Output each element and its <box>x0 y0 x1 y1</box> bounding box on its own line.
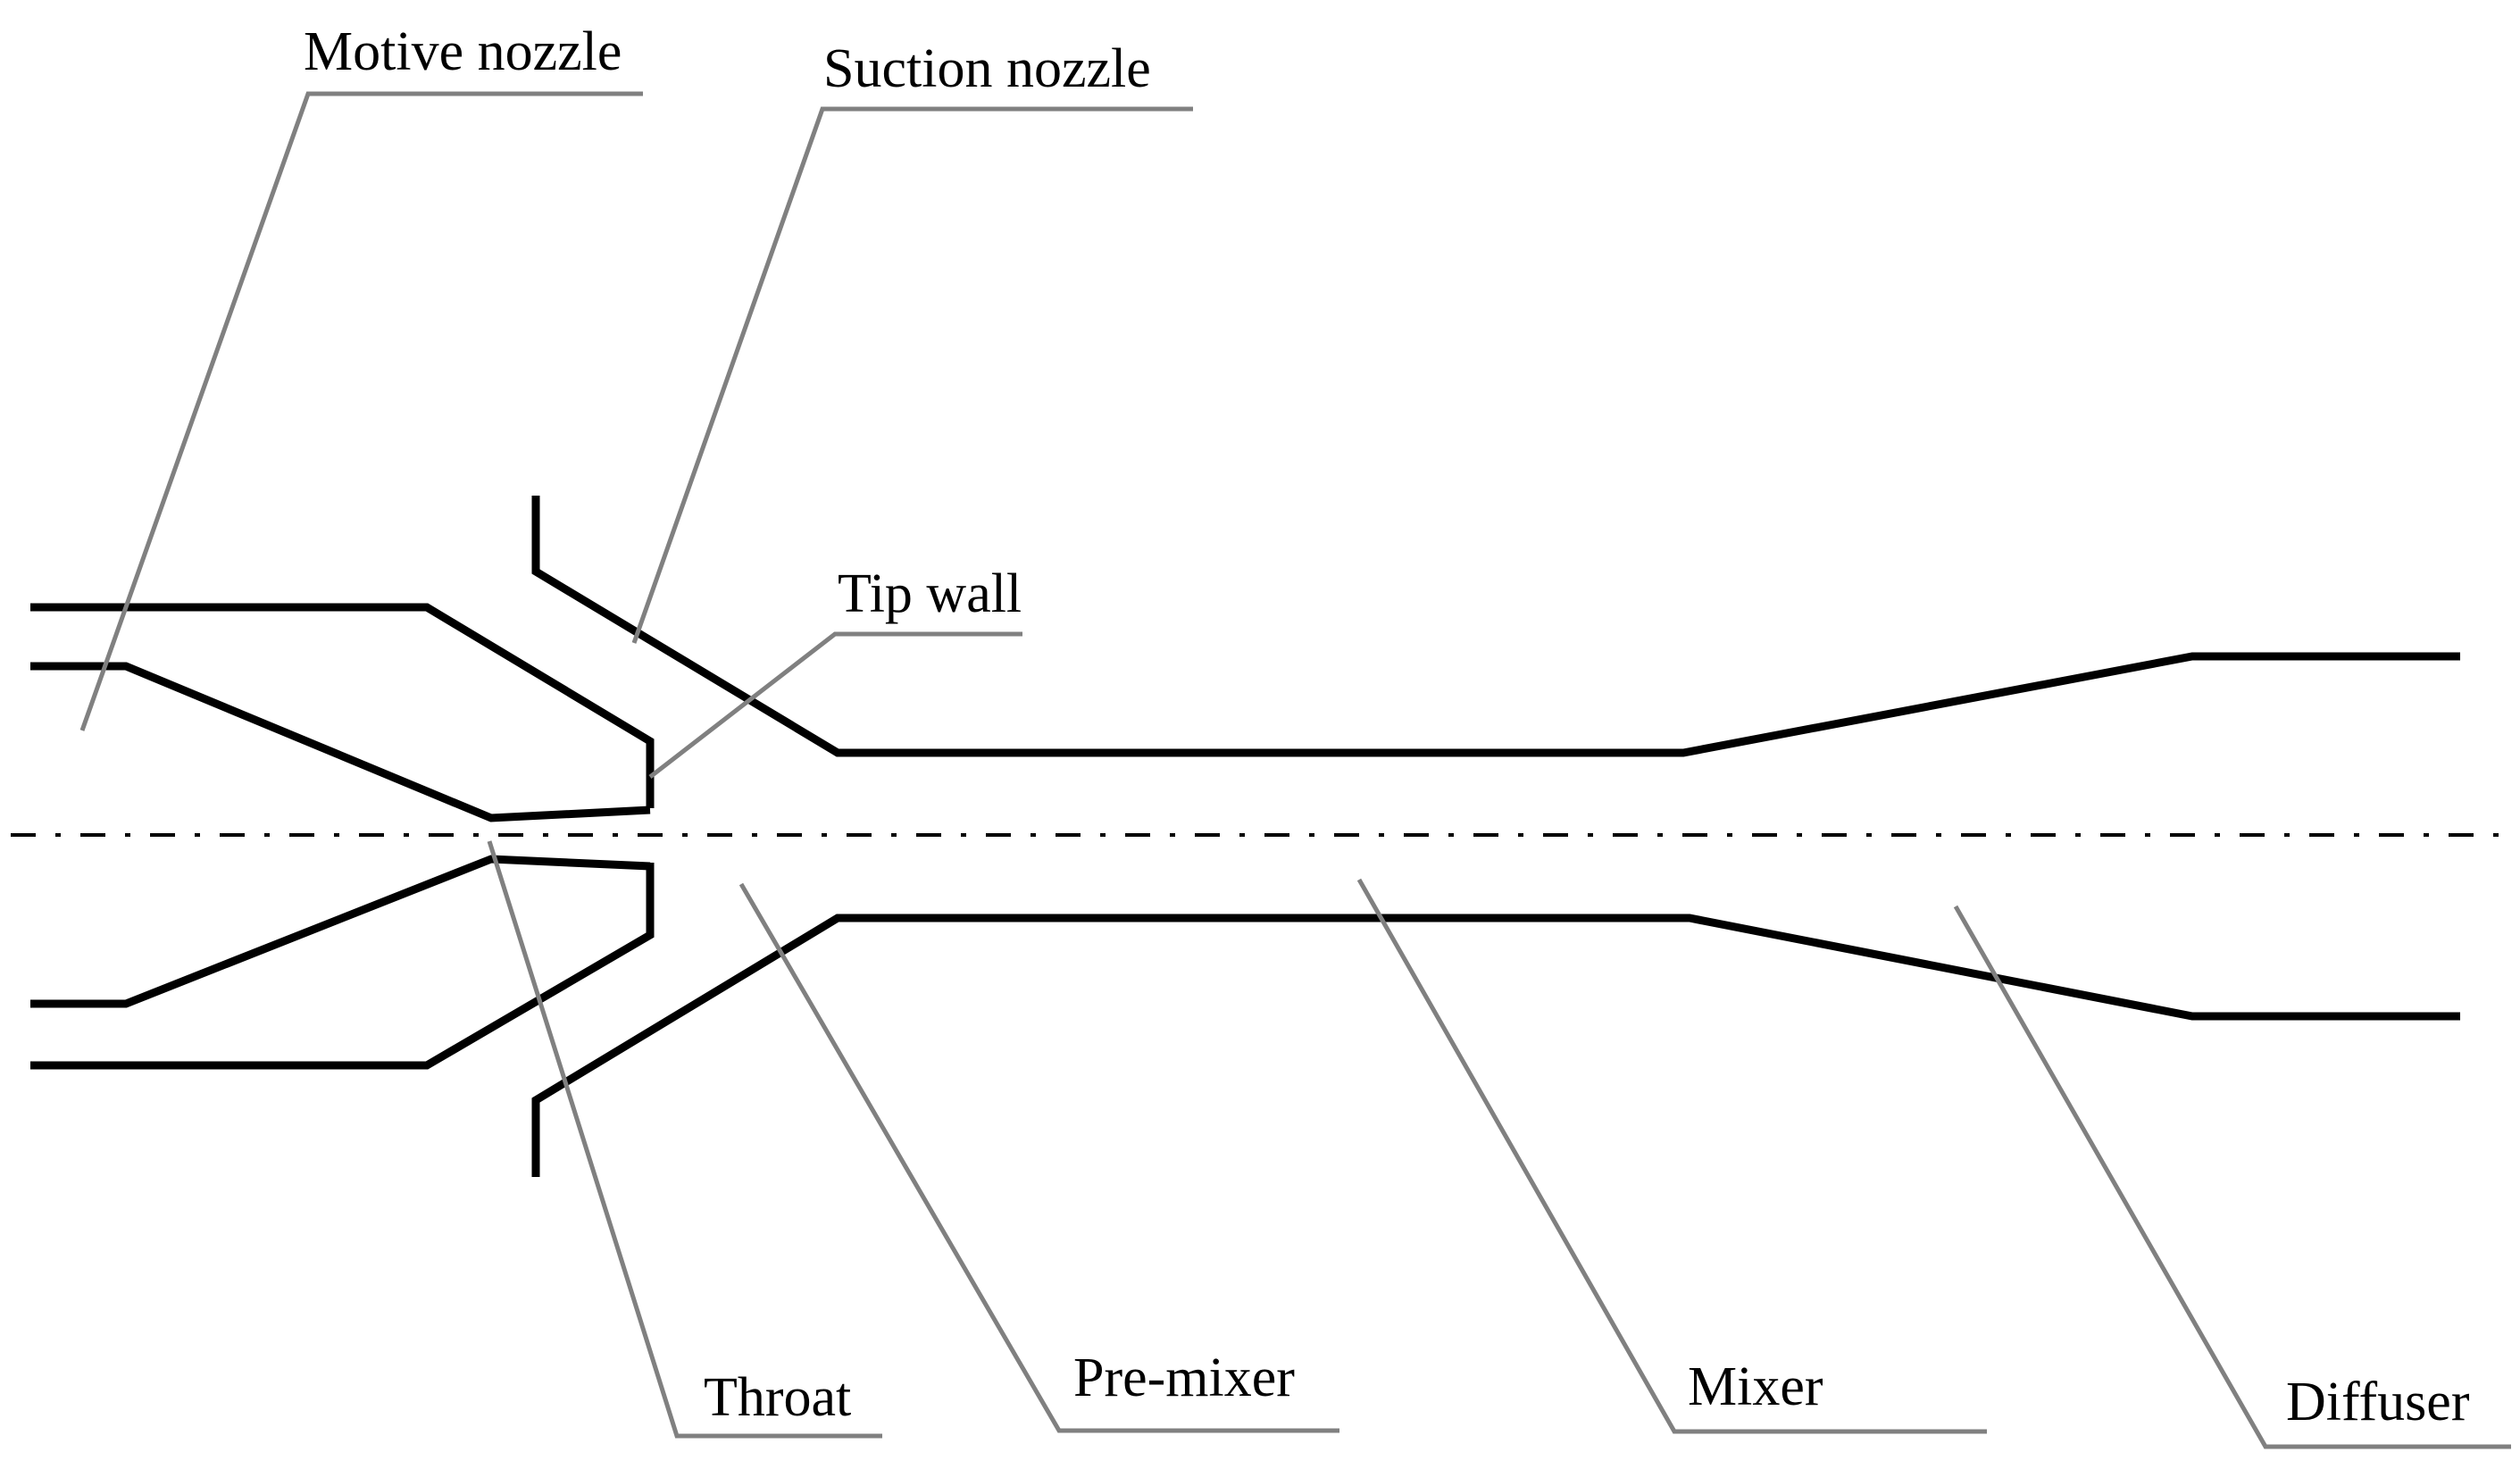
leader-tip-wall <box>648 631 1022 779</box>
label-motive-nozzle: Motive nozzle <box>304 21 622 82</box>
label-mixer: Mixer <box>1688 1356 1823 1417</box>
label-throat: Throat <box>704 1367 851 1428</box>
motive-nozzle-outer-wall-bottom <box>30 863 655 1070</box>
leader-suction-nozzle <box>631 106 1193 644</box>
leader-throat <box>487 840 882 1439</box>
motive-nozzle-outer-wall-top <box>30 603 655 808</box>
suction-mixer-diffuser-wall-bottom <box>531 914 2460 1177</box>
leader-diffuser <box>1953 905 2511 1449</box>
label-suction-nozzle: Suction nozzle <box>823 38 1151 99</box>
motive-nozzle-inner-wall-top <box>30 662 651 822</box>
motive-nozzle-inner-wall-bottom <box>30 855 651 1008</box>
label-diffuser: Diffuser <box>2286 1372 2470 1432</box>
leader-pre-mixer <box>738 882 1339 1433</box>
leader-motive-nozzle <box>79 91 643 731</box>
label-pre-mixer: Pre-mixer <box>1073 1348 1295 1408</box>
leader-mixer <box>1356 878 1987 1434</box>
suction-mixer-diffuser-wall-top <box>531 496 2460 757</box>
label-tip-wall: Tip wall <box>838 563 1022 624</box>
